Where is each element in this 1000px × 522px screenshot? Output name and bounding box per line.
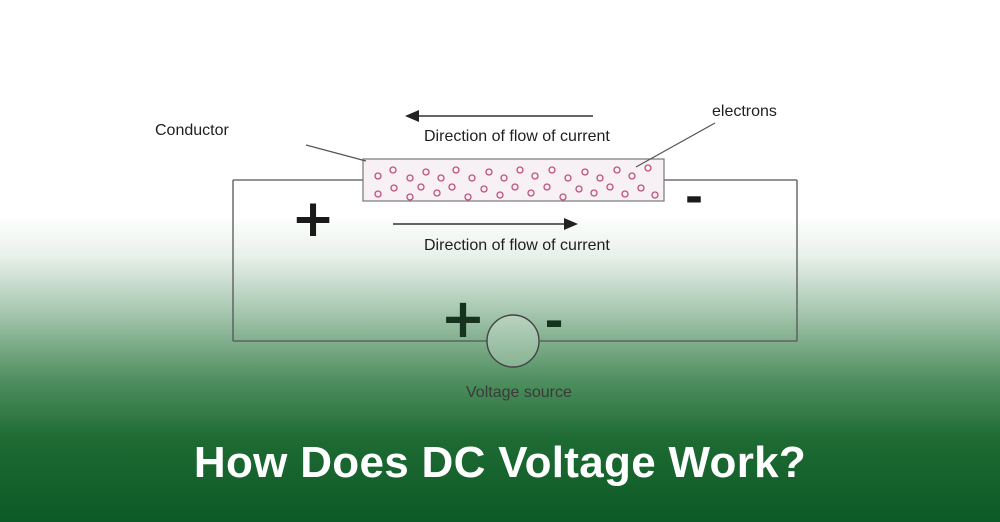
electron-dot <box>581 168 589 176</box>
electron-dot <box>422 168 430 176</box>
conductor-label: Conductor <box>155 122 229 139</box>
electron-dot <box>406 193 414 201</box>
left-plus-sign: + <box>291 189 335 249</box>
electron-dot <box>559 193 567 201</box>
electron-dot <box>628 172 636 180</box>
electron-dot <box>390 184 398 192</box>
electron-dot <box>464 193 472 201</box>
source-plus-sign: + <box>440 287 485 350</box>
electron-dot <box>500 174 508 182</box>
electron-dot <box>468 174 476 182</box>
electron-dot <box>590 189 598 197</box>
electron-dot <box>527 189 535 197</box>
electron-dot <box>596 174 604 182</box>
electron-dot <box>651 191 659 199</box>
electron-dot <box>621 190 629 198</box>
electron-dot <box>480 185 488 193</box>
right-minus-sign: - <box>685 172 703 223</box>
electron-dot <box>406 174 414 182</box>
arrow-left-icon <box>405 110 593 122</box>
electron-dot <box>531 172 539 180</box>
electron-dot <box>433 189 441 197</box>
electron-dot <box>637 184 645 192</box>
electrons-label: electrons <box>712 103 777 120</box>
current-direction-bottom-label: Direction of flow of current <box>424 237 610 254</box>
arrow-right-icon <box>393 218 578 230</box>
electron-dot <box>374 190 382 198</box>
electron-dot <box>606 183 614 191</box>
circuit-wire <box>232 179 798 342</box>
electron-dot <box>516 166 524 174</box>
conductor-leader-line <box>305 144 367 162</box>
voltage-source-icon <box>486 314 540 368</box>
electron-dot <box>452 166 460 174</box>
electron-dot <box>448 183 456 191</box>
electron-dot <box>417 183 425 191</box>
source-minus-sign: - <box>544 294 563 348</box>
electron-dot <box>496 191 504 199</box>
electron-dot <box>511 183 519 191</box>
current-direction-top-label: Direction of flow of current <box>424 128 610 145</box>
page-title: How Does DC Voltage Work? <box>193 438 807 487</box>
electron-dot <box>564 174 572 182</box>
electron-dot <box>575 185 583 193</box>
voltage-source-label: Voltage source <box>466 384 572 401</box>
electron-dot <box>548 166 556 174</box>
electron-dot <box>543 183 551 191</box>
electron-dot <box>389 166 397 174</box>
electron-dot <box>613 166 621 174</box>
electron-dot <box>644 164 652 172</box>
conductor-bar <box>362 158 665 202</box>
electron-dot <box>437 174 445 182</box>
electrons-leader-line <box>635 122 716 168</box>
electrons-group <box>374 164 659 201</box>
electron-dot <box>374 172 382 180</box>
electron-dot <box>485 168 493 176</box>
